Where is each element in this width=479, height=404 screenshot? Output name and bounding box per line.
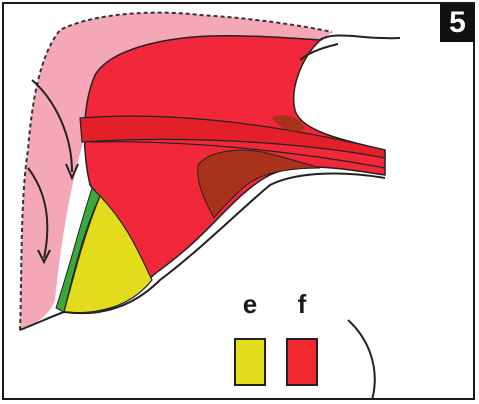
- legend-label-e: e: [234, 289, 266, 320]
- legend-swatch-f: [286, 338, 318, 386]
- legend-label-f: f: [286, 289, 318, 320]
- figure-number-badge: 5: [440, 4, 475, 42]
- partial-circle-arc: [348, 320, 375, 400]
- legend-swatch-e: [234, 338, 266, 386]
